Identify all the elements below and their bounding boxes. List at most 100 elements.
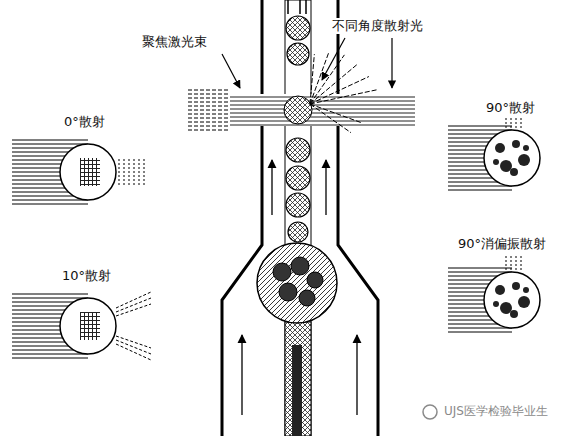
flow-arrow (271, 160, 272, 215)
incident-light (448, 186, 512, 187)
watermark-icon (423, 405, 437, 419)
laser-source-line (188, 98, 230, 99)
cell-outline (60, 144, 116, 200)
flow-arrow (356, 335, 357, 415)
granule (510, 310, 518, 318)
incident-light (12, 200, 88, 201)
scatter-light (521, 116, 522, 128)
granule (512, 140, 520, 148)
channel-wall (338, 0, 378, 436)
granule (523, 287, 529, 293)
scatter-light (521, 254, 522, 270)
scatter-inset (12, 292, 151, 360)
laser-source-line (188, 122, 230, 123)
incident-light (448, 130, 512, 131)
cell (291, 257, 309, 275)
incident-light (448, 268, 512, 269)
granule (493, 301, 499, 307)
granule (500, 302, 512, 314)
laser-source-line (188, 90, 230, 91)
focusing-region (257, 243, 337, 323)
scatter-light (511, 254, 512, 270)
scatter-light (118, 180, 146, 181)
cell-outline (484, 130, 540, 186)
cell (307, 272, 323, 288)
cell (286, 138, 310, 162)
cell (299, 290, 315, 306)
cell (279, 283, 297, 301)
cell-outline (484, 272, 540, 328)
scatter-light (118, 164, 146, 165)
watermark: UJS医学检验毕业生 (442, 404, 550, 418)
scatter-light (506, 116, 507, 128)
incident-light (12, 294, 88, 295)
cell-in-beam (284, 96, 312, 124)
scatter-light (118, 172, 146, 173)
incident-light (448, 190, 512, 191)
granule (510, 168, 518, 176)
scatter-light (118, 168, 146, 169)
sample-stream (285, 0, 311, 436)
leader-line (391, 38, 392, 88)
laser-source-line (188, 118, 230, 119)
flow-arrow (325, 160, 326, 215)
cell (288, 222, 308, 242)
beam-label: 聚焦激光束 (140, 34, 209, 50)
leader-line (322, 38, 345, 80)
granule (493, 159, 499, 165)
incident-light (12, 358, 88, 359)
inset-title: 10°散射 (60, 268, 113, 284)
scatter-light (116, 344, 151, 360)
scatter-light (506, 254, 507, 270)
inset-title: 90°散射 (484, 100, 537, 116)
sample-core (292, 345, 302, 436)
scatter-light (118, 176, 146, 177)
scatter-ray (310, 54, 314, 104)
cell (286, 166, 310, 190)
cell (286, 16, 310, 40)
laser-source-line (188, 110, 230, 111)
stream-top (288, 0, 306, 14)
incident-light (448, 126, 512, 127)
incident-light (12, 140, 88, 141)
scatter-inset (448, 116, 540, 190)
laser-source (186, 88, 230, 132)
laser-source-line (188, 102, 230, 103)
granule (495, 143, 505, 153)
incident-light (12, 354, 88, 355)
incident-light (12, 144, 88, 145)
scatter-light (116, 298, 151, 312)
scatter-light (516, 116, 517, 128)
channel-wall (222, 0, 262, 436)
granule (523, 145, 529, 151)
cell (287, 43, 309, 65)
scatter-light (116, 340, 151, 354)
granule (495, 285, 505, 295)
laser-source-line (188, 130, 230, 131)
incident-light (12, 298, 88, 299)
scatter-inset (12, 140, 146, 204)
scatter-ray (310, 104, 351, 133)
inset-title: 90°消偏振散射 (456, 236, 548, 252)
scatter-light (116, 292, 151, 308)
granule (518, 296, 530, 308)
cell (273, 263, 291, 281)
cell-nucleus (80, 312, 100, 340)
scatter-ray (310, 89, 378, 104)
laser-source-line (188, 94, 230, 95)
cell-outline (60, 298, 116, 354)
scatter-ray (310, 104, 362, 123)
incident-light (448, 272, 512, 273)
sample-stream-hatched (285, 322, 311, 436)
leader-line (222, 54, 240, 88)
scatter-light (511, 116, 512, 128)
scatter-inset (448, 254, 540, 332)
laser-source-line (188, 106, 230, 107)
granule (518, 154, 530, 166)
cell (286, 193, 310, 217)
scatter-ray (310, 64, 357, 104)
incident-light (12, 204, 88, 205)
scatter-label: 不同角度散射光 (330, 18, 425, 34)
